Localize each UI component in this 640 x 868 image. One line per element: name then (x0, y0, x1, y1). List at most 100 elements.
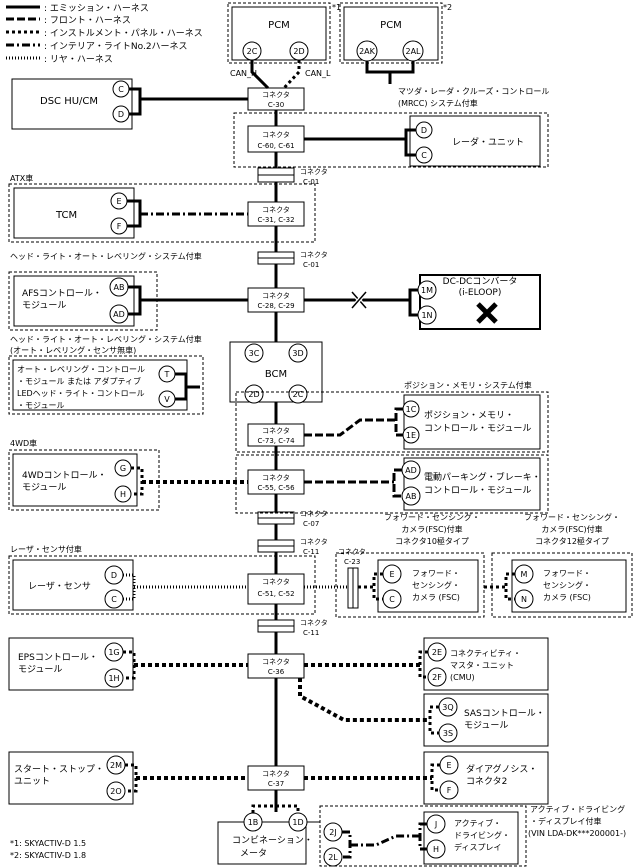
connector-c11-a: コネクタ C-11 (257, 537, 328, 556)
svg-text:H: H (433, 845, 439, 854)
pcm-1-note: *1 (332, 3, 341, 12)
mrcc-group: レーダ・ユニット D C (233, 112, 549, 168)
svg-text:E: E (446, 761, 451, 770)
svg-text:コネクタ2: コネクタ2 (466, 776, 507, 787)
fourwd-title: 4WD車 (10, 438, 37, 448)
svg-text:ユニット: ユニット (14, 777, 50, 787)
connector-c36: コネクタ C-36 (247, 653, 305, 679)
svg-text:C: C (389, 595, 395, 604)
headlight-with-title: ヘッド・ライト・オート・レベリング・システム付車 (10, 251, 202, 261)
svg-text:コネクタ: コネクタ (262, 205, 290, 214)
connector-c07: コネクタ C-07 (257, 509, 328, 528)
svg-text:・モジュール: ・モジュール (17, 401, 64, 410)
svg-text:コネクタ: コネクタ (262, 657, 290, 666)
svg-text:M: M (521, 570, 528, 579)
svg-text:EPSコントロール・: EPSコントロール・ (18, 653, 98, 663)
combination-meter: コンビネーション・ メータ 1B 1D (217, 812, 320, 865)
svg-text:センシング・: センシング・ (412, 580, 460, 590)
svg-text:フォワード・センシング・: フォワード・センシング・ (524, 512, 620, 522)
svg-text:ディスプレイ: ディスプレイ (454, 842, 501, 852)
fsc10-group: コネクタ C-23 フォワード・ センシング・ カメラ (FSC) E C (335, 547, 485, 618)
svg-text:2C: 2C (247, 47, 258, 56)
svg-text:・ディスプレイ付車: ・ディスプレイ付車 (530, 816, 601, 826)
dsc-label: DSC HU/CM (40, 96, 98, 107)
svg-text:コネクタ: コネクタ (262, 769, 290, 778)
svg-text:メータ: メータ (240, 848, 267, 859)
svg-text:スタート・ストップ・: スタート・ストップ・ (14, 764, 104, 775)
svg-text:コネクタ: コネクタ (262, 473, 290, 482)
bcm-label: BCM (265, 369, 287, 380)
svg-text:コネクタ10極タイプ: コネクタ10極タイプ (395, 536, 469, 546)
svg-text:・モジュール または アダプティブ: ・モジュール または アダプティブ (17, 376, 141, 386)
eps-module: EPSコントロール・ モジュール 1G 1H (8, 637, 134, 691)
svg-text:D: D (421, 126, 427, 135)
svg-text:1N: 1N (421, 311, 432, 320)
svg-text:コネクタ: コネクタ (300, 537, 328, 546)
svg-text:電動パーキング・ブレーキ・: 電動パーキング・ブレーキ・ (424, 471, 541, 483)
svg-text:C-51, C-52: C-51, C-52 (257, 590, 294, 598)
svg-text:コネクタ: コネクタ (262, 90, 290, 99)
svg-text:ポジション・メモリ・: ポジション・メモリ・ (424, 410, 514, 421)
svg-text:コネクタ: コネクタ (262, 577, 290, 586)
svg-text:2AK: 2AK (359, 47, 376, 56)
svg-text:1M: 1M (421, 286, 433, 295)
pcm-2: PCM *2 2AK 2AL (339, 2, 452, 84)
svg-text:C: C (111, 595, 117, 604)
svg-text:LEDヘッド・ライト・コントロール: LEDヘッド・ライト・コントロール (17, 389, 145, 398)
svg-text:AD: AD (113, 310, 125, 319)
svg-text:モジュール: モジュール (464, 721, 508, 731)
svg-text:フォワード・: フォワード・ (412, 569, 460, 578)
pcm-1-label: PCM (268, 20, 290, 31)
svg-text:AFSコントロール・: AFSコントロール・ (22, 289, 102, 299)
svg-text:アクティブ・: アクティブ・ (454, 818, 501, 828)
connector-c01-b: コネクタ C-01 (257, 250, 328, 269)
svg-text:D: D (111, 571, 117, 580)
svg-text:コントロール・モジュール: コントロール・モジュール (424, 486, 531, 496)
svg-text:C-01: C-01 (303, 261, 319, 269)
svg-text:2C: 2C (293, 390, 304, 399)
can-l-label: CAN_L (305, 69, 331, 78)
connector-c01-a: コネクタ C-01 (257, 167, 328, 186)
svg-text:ヘッド・ライト・オート・レベリング・システム付車: ヘッド・ライト・オート・レベリング・システム付車 (10, 334, 202, 344)
svg-text:コネクタ12極タイプ: コネクタ12極タイプ (535, 536, 609, 546)
svg-text:C-37: C-37 (268, 780, 284, 788)
legend-front: : フロント・ハーネス (44, 15, 131, 26)
svg-text:コネクタ: コネクタ (262, 130, 290, 139)
legend-interior: : インテリア・ライトNo.2ハーネス (44, 41, 188, 52)
svg-text:1C: 1C (406, 405, 417, 414)
svg-text:1B: 1B (248, 818, 259, 827)
connector-c11-b: コネクタ C-11 (257, 618, 328, 637)
mrcc-title-2: (MRCC) システム付車 (398, 98, 478, 108)
svg-text:C-31, C-32: C-31, C-32 (257, 216, 294, 224)
svg-text:2D: 2D (293, 47, 304, 56)
svg-text:コネクタ: コネクタ (300, 250, 328, 259)
svg-text:フォワード・: フォワード・ (543, 569, 591, 578)
svg-text:2D: 2D (248, 390, 259, 399)
connector-c55: コネクタ C-55, C-56 (247, 469, 305, 495)
svg-text:3C: 3C (249, 349, 260, 358)
svg-text:J: J (434, 820, 437, 829)
svg-text:H: H (120, 490, 126, 499)
bcm: BCM 3C 3D 2D 2C (229, 341, 323, 404)
svg-text:カメラ (FSC): カメラ (FSC) (543, 593, 591, 602)
connector-c31: コネクタ C-31, C-32 (247, 201, 305, 227)
svg-text:2J: 2J (329, 828, 336, 837)
svg-text:コネクタ: コネクタ (262, 426, 290, 435)
svg-text:(CMU): (CMU) (450, 673, 475, 682)
svg-text:フォワード・センシング・: フォワード・センシング・ (384, 512, 480, 522)
svg-text:C-07: C-07 (303, 520, 319, 528)
svg-text:コネクタ: コネクタ (300, 618, 328, 627)
svg-text:2F: 2F (432, 673, 442, 682)
svg-text:(VIN LDA-DK***200001-): (VIN LDA-DK***200001-) (528, 829, 626, 838)
start-stop-unit: スタート・ストップ・ ユニット 2M 2O (8, 751, 134, 805)
svg-text:2O: 2O (110, 787, 121, 796)
svg-text:C-01: C-01 (303, 178, 319, 186)
svg-text:2E: 2E (432, 648, 442, 657)
svg-text:1D: 1D (292, 818, 303, 827)
svg-text:N: N (521, 595, 527, 604)
svg-text:3D: 3D (292, 349, 303, 358)
connector-c60: コネクタ C-60, C-61 (247, 125, 305, 153)
svg-text:V: V (164, 395, 170, 404)
laser-title: レーザ・センサ付車 (10, 544, 82, 554)
svg-text:カメラ (FSC): カメラ (FSC) (412, 593, 460, 602)
